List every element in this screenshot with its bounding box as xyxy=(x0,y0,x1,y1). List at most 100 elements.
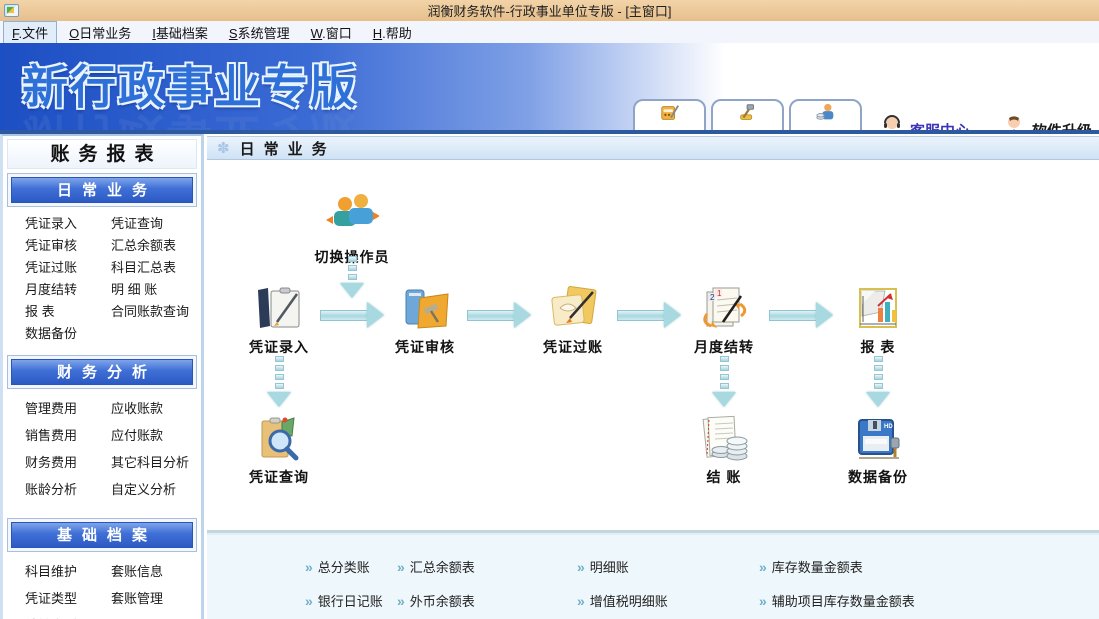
fixed-assets-icon xyxy=(736,102,760,129)
section-header-label: 财务分析 xyxy=(11,359,193,385)
flow-arrow-right xyxy=(467,302,531,328)
sidebar: 账务报表 日常业务 凭证录入 凭证查询 凭证审核 汇总余额表 凭证过账 科目汇总… xyxy=(0,134,204,619)
quick-links-grid: »总分类账 »汇总余额表 »明细账 »库存数量金额表 »银行日记账 »外币余额表… xyxy=(207,533,1099,610)
flow-arrow-down xyxy=(340,256,364,298)
sidebar-item-reports[interactable]: 报 表 xyxy=(25,304,55,319)
sidebar-item-voucher-audit[interactable]: 凭证审核 xyxy=(25,238,78,253)
flow-node-label: 报 表 xyxy=(860,339,896,355)
flow-arrow-right xyxy=(320,302,384,328)
svg-text:2: 2 xyxy=(710,293,715,302)
sidebar-items-analysis: 管理费用 应收账款 销售费用 应付账款 财务费用 其它科目分析 账龄分析 自定义… xyxy=(7,389,197,505)
app-icon xyxy=(4,4,19,17)
quick-link-inventory-amount[interactable]: »库存数量金额表 xyxy=(759,558,863,576)
sidebar-item-custom-analysis[interactable]: 自定义分析 xyxy=(111,482,177,497)
sidebar-item-data-backup[interactable]: 数据备份 xyxy=(25,326,78,341)
software-upgrade-link[interactable]: 软件升级 xyxy=(1002,115,1093,134)
main-header-title: 日常业务 xyxy=(239,140,336,158)
sidebar-item-receivables[interactable]: 应收账款 xyxy=(111,401,164,416)
closing-icon xyxy=(669,412,779,466)
sidebar-item-ledger-manage[interactable]: 套账管理 xyxy=(111,591,164,606)
flow-arrow-right xyxy=(617,302,681,328)
chevron-icon: » xyxy=(305,592,313,609)
sidebar-item-ledger-info[interactable]: 套账信息 xyxy=(111,564,164,579)
quick-link-detail-ledger[interactable]: »明细账 xyxy=(577,558,629,576)
quick-link-aux-inventory[interactable]: »辅助项目库存数量金额表 xyxy=(759,592,915,610)
flow-node-voucher-entry[interactable]: 凭证录入 xyxy=(224,282,334,357)
header-links: 客服中心 软件升级 xyxy=(880,115,1093,134)
sidebar-item-account-summary[interactable]: 科目汇总表 xyxy=(111,260,177,275)
menu-base-archives[interactable]: I基础档案 xyxy=(152,25,208,41)
banner: 新行政事业专版 新行政事业专版 账务处理 固定资产 人事工资 客服中心 xyxy=(0,43,1099,134)
quick-link-vat-detail[interactable]: »增值税明细账 xyxy=(577,592,668,610)
menu-window[interactable]: W.窗口 xyxy=(310,25,352,41)
quick-links-panel: »总分类账 »汇总余额表 »明细账 »库存数量金额表 »银行日记账 »外币余额表… xyxy=(207,530,1099,619)
quick-link-summary-balance[interactable]: »汇总余额表 xyxy=(397,558,475,576)
flow-node-data-backup[interactable]: HD 数据备份 xyxy=(823,412,933,487)
chevron-icon: » xyxy=(577,558,585,575)
sidebar-item-voucher-entry[interactable]: 凭证录入 xyxy=(25,216,78,231)
titlebar: 润衡财务软件-行政事业单位专版 - [主窗口] xyxy=(0,0,1099,21)
quick-link-foreign-currency[interactable]: »外币余额表 xyxy=(397,592,475,610)
sidebar-item-contract-query[interactable]: 合同账款查询 xyxy=(111,304,190,319)
sidebar-item-voucher-posting[interactable]: 凭证过账 xyxy=(25,260,78,275)
sidebar-item-carryover-type[interactable]: 结转类型 xyxy=(25,612,111,619)
flow-node-label: 凭证过账 xyxy=(543,339,603,355)
reports-icon xyxy=(823,282,933,336)
chevron-icon: » xyxy=(577,592,585,609)
flow-node-label: 数据备份 xyxy=(848,469,908,485)
sidebar-item-payables[interactable]: 应付账款 xyxy=(111,428,164,443)
sidebar-item-finance-expense[interactable]: 财务费用 xyxy=(25,455,78,470)
flow-node-closing[interactable]: 结 账 xyxy=(669,412,779,487)
sidebar-item-sales-expense[interactable]: 销售费用 xyxy=(25,428,78,443)
menu-system-management[interactable]: S系统管理 xyxy=(228,25,290,41)
sidebar-item-other-analysis[interactable]: 其它科目分析 xyxy=(111,455,190,470)
fixed-assets-module-button[interactable]: 固定资产 xyxy=(711,99,784,130)
accounting-module-button[interactable]: 账务处理 xyxy=(633,99,706,130)
hr-payroll-module-button[interactable]: 人事工资 xyxy=(789,99,862,130)
window-title: 润衡财务软件-行政事业单位专版 - [主窗口] xyxy=(427,4,672,19)
sidebar-item-book-setting[interactable]: 账册设置 xyxy=(111,612,197,619)
flow-node-voucher-query[interactable]: 凭证查询 xyxy=(224,412,334,487)
section-header-label: 日常业务 xyxy=(11,177,193,203)
quick-link-bank-journal[interactable]: »银行日记账 xyxy=(305,592,383,610)
menu-help[interactable]: H.帮助 xyxy=(372,25,412,41)
sidebar-section-base-archives[interactable]: 基础档案 xyxy=(7,518,197,552)
voucher-posting-icon xyxy=(518,282,628,336)
sidebar-item-aging-analysis[interactable]: 账龄分析 xyxy=(25,482,78,497)
flow-node-label: 凭证审核 xyxy=(395,339,455,355)
customer-service-icon xyxy=(880,115,904,130)
flow-node-voucher-audit[interactable]: 凭证审核 xyxy=(370,282,480,357)
sidebar-section-financial-analysis[interactable]: 财务分析 xyxy=(7,355,197,389)
sidebar-item-summary-balance[interactable]: 汇总余额表 xyxy=(111,238,177,253)
sidebar-item-account-maintain[interactable]: 科目维护 xyxy=(25,564,78,579)
header-link-label: 软件升级 xyxy=(1032,123,1093,134)
sidebar-item-detail-ledger[interactable]: 明 细 账 xyxy=(111,282,158,297)
flow-node-label: 凭证查询 xyxy=(249,469,309,485)
workflow-diagram: 切换操作员 凭证录入 凭证审核 凭证过账 21 月度结转 报 表 xyxy=(207,162,1099,530)
sidebar-item-month-end[interactable]: 月度结转 xyxy=(25,282,78,297)
menu-daily-business[interactable]: O日常业务 xyxy=(69,25,132,41)
flow-node-voucher-posting[interactable]: 凭证过账 xyxy=(518,282,628,357)
header-link-label: 客服中心 xyxy=(910,123,971,134)
flow-node-label: 结 账 xyxy=(706,469,742,485)
data-backup-icon: HD xyxy=(823,412,933,466)
sidebar-section-daily-business[interactable]: 日常业务 xyxy=(7,173,197,207)
svg-text:1: 1 xyxy=(717,289,722,298)
quick-link-general-ledger[interactable]: »总分类账 xyxy=(305,558,370,576)
sidebar-item-voucher-type[interactable]: 凭证类型 xyxy=(25,591,78,606)
sidebar-item-voucher-query[interactable]: 凭证查询 xyxy=(111,216,164,231)
main-header: ✽ 日常业务 xyxy=(207,136,1099,160)
gear-icon: ✽ xyxy=(217,140,230,157)
menu-file[interactable]: F.文件 xyxy=(3,20,58,44)
flow-node-label: 凭证录入 xyxy=(249,339,309,355)
customer-service-link[interactable]: 客服中心 xyxy=(880,115,971,134)
module-buttons: 账务处理 固定资产 人事工资 xyxy=(633,99,862,130)
flow-node-reports[interactable]: 报 表 xyxy=(823,282,933,357)
sidebar-item-admin-expense[interactable]: 管理费用 xyxy=(25,401,78,416)
chevron-icon: » xyxy=(397,558,405,575)
flow-arrow-right xyxy=(769,302,833,328)
sidebar-items-daily: 凭证录入 凭证查询 凭证审核 汇总余额表 凭证过账 科目汇总表 月度结转 明 细… xyxy=(7,207,197,347)
